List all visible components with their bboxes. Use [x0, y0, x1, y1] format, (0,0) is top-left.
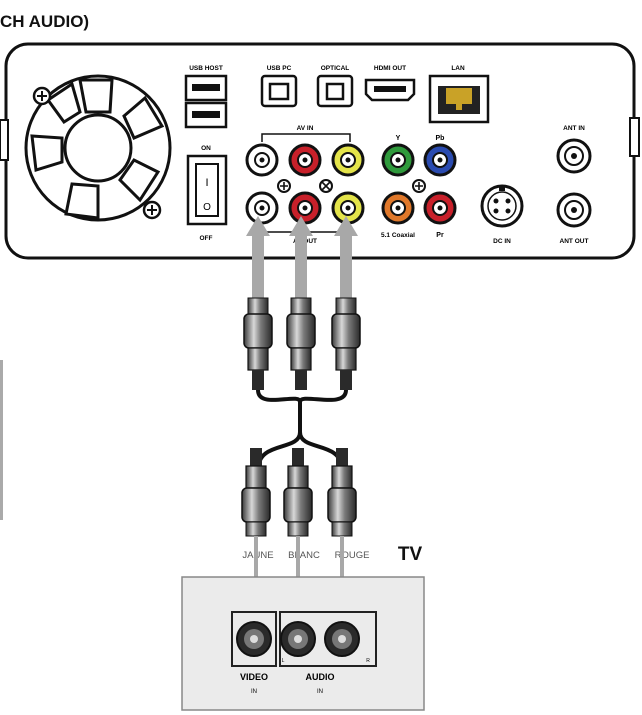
usb-pc-label: USB PC — [267, 65, 292, 72]
ant-out-port — [556, 192, 592, 228]
component-pr-jack — [423, 191, 457, 225]
screw-icon — [32, 86, 52, 106]
arrow-to-red-jack — [289, 216, 313, 302]
hdmi-out-label: HDMI OUT — [374, 65, 406, 72]
tv-audio-label: AUDIO — [306, 672, 335, 682]
tv-video-label: VIDEO — [240, 672, 268, 682]
tv-right-mark: R — [366, 658, 370, 664]
av-out-red-jack — [288, 191, 322, 225]
screw-icon — [412, 179, 426, 193]
ant-in-port — [556, 138, 592, 174]
av-in-bracket — [261, 133, 351, 142]
lower-rca-plug-yellow — [241, 448, 271, 537]
upper-rca-plug-yellow — [331, 297, 361, 390]
usb-host-port — [184, 74, 228, 129]
ant-out-label: ANT OUT — [560, 238, 589, 245]
pr-label: Pr — [436, 232, 444, 239]
cable-label-white: BLANC — [288, 550, 320, 561]
lan-label: LAN — [451, 65, 465, 72]
power-off-label: OFF — [200, 235, 213, 242]
usb-host-label: USB HOST — [189, 65, 223, 72]
arrow-to-white-jack — [246, 216, 270, 302]
optical-port — [316, 74, 354, 108]
tv-video-sub: IN — [251, 689, 257, 695]
ant-in-label: ANT IN — [563, 125, 585, 132]
cable-loop — [256, 389, 348, 471]
dc-in-label: DC IN — [493, 238, 511, 245]
tv-video-jack — [236, 621, 272, 657]
power-on-label: ON — [201, 145, 211, 152]
av-in-label: AV IN — [297, 125, 314, 132]
tv-video-bracket — [231, 611, 277, 667]
left-edge-fragment — [0, 360, 3, 520]
coaxial-label: 5.1 Coaxial — [381, 232, 415, 239]
usb-pc-port — [260, 74, 298, 108]
screw-icon — [277, 179, 291, 193]
tv-left-mark: L — [282, 658, 285, 664]
y-label: Y — [396, 135, 401, 142]
cooling-fan — [24, 74, 172, 222]
dc-in-port — [480, 184, 524, 228]
tv-audio-sub: IN — [317, 689, 323, 695]
lower-rca-plug-white — [283, 448, 313, 537]
section-title: CH AUDIO) — [0, 12, 90, 31]
tv-audio-right-jack — [324, 621, 360, 657]
screw-icon — [319, 179, 333, 193]
optical-label: OPTICAL — [321, 65, 350, 72]
upper-rca-plug-white — [243, 297, 273, 390]
av-in-white-jack — [245, 143, 279, 177]
pb-label: Pb — [436, 135, 445, 142]
tv-title: TV — [398, 544, 423, 565]
lan-port — [428, 74, 490, 124]
switch-off-mark: O — [203, 202, 211, 213]
hdmi-out-port — [364, 78, 416, 102]
lower-rca-plug-red — [327, 448, 357, 537]
upper-rca-plug-red — [286, 297, 316, 390]
tv-audio-left-jack — [280, 621, 316, 657]
power-switch: I O — [186, 154, 228, 226]
av-in-yellow-jack — [331, 143, 365, 177]
av-out-yellow-jack — [331, 191, 365, 225]
arrow-to-yellow-jack — [334, 216, 358, 302]
component-pb-jack — [423, 143, 457, 177]
av-out-white-jack — [245, 191, 279, 225]
screw-icon — [142, 200, 162, 220]
device-side-tab-right — [629, 117, 640, 157]
coaxial-jack — [381, 191, 415, 225]
switch-on-mark: I — [205, 177, 208, 189]
device-side-tab-left — [0, 119, 9, 161]
cable-label-red: ROUGE — [335, 550, 370, 561]
component-y-jack — [381, 143, 415, 177]
av-in-red-jack — [288, 143, 322, 177]
